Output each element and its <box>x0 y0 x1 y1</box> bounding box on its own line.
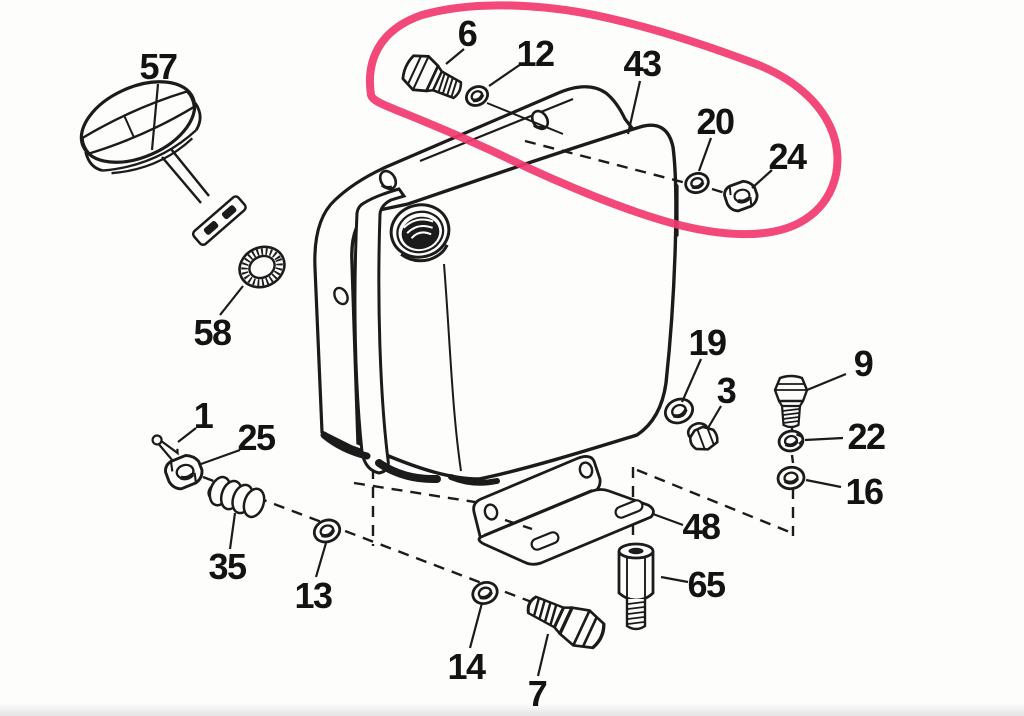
hex-bolt-9 <box>773 374 809 429</box>
callout-label: 35 <box>208 546 247 587</box>
coil-spring-35 <box>207 475 266 519</box>
hex-nut-24 <box>723 179 759 213</box>
cotter-pin-1 <box>151 434 179 462</box>
callout-label: 6 <box>458 13 477 54</box>
callout-12: 12 <box>488 33 555 87</box>
callout-9: 9 <box>806 343 874 392</box>
callout-35: 35 <box>208 512 248 587</box>
hex-nut-25 <box>164 453 204 491</box>
callout-1: 1 <box>177 395 215 443</box>
callout-label: 22 <box>847 416 885 457</box>
callout-label: 9 <box>854 343 873 384</box>
callout-label: 12 <box>516 33 554 74</box>
washer-20 <box>684 171 710 195</box>
callout-label: 48 <box>682 506 720 547</box>
dipstick-stem <box>161 148 210 204</box>
callout-label: 24 <box>768 136 807 177</box>
callout-label: 7 <box>528 673 547 714</box>
callout-label: 43 <box>623 43 661 84</box>
callout-48: 48 <box>652 506 721 547</box>
dipstick-blade <box>191 195 247 247</box>
callout-24: 24 <box>751 136 808 189</box>
callout-label: 58 <box>193 312 231 353</box>
oil-tank-43 <box>313 85 679 486</box>
callout-13: 13 <box>294 542 333 616</box>
washer-13 <box>312 518 342 544</box>
washer-12 <box>465 85 489 107</box>
callout-25: 25 <box>200 417 277 466</box>
mounting-bracket-48 <box>472 455 655 566</box>
callout-label: 13 <box>294 575 332 616</box>
callout-label: 25 <box>237 417 276 458</box>
washer-22 <box>777 429 805 453</box>
callout-57: 57 <box>139 46 178 151</box>
callouts: 57 58 6 12 43 20 24 19 3 9 22 16 1 25 35 13 48 65 14 7 <box>139 13 886 714</box>
callout-label: 19 <box>688 322 726 363</box>
callout-20: 20 <box>696 101 735 172</box>
callout-43: 43 <box>623 43 662 135</box>
callout-65: 65 <box>660 564 727 605</box>
callout-3: 3 <box>707 370 737 429</box>
tank-strap <box>353 187 407 475</box>
callout-6: 6 <box>445 13 478 65</box>
callout-14: 14 <box>447 602 487 687</box>
highlight-marker-circle <box>366 1 842 239</box>
gasket-58 <box>238 245 286 289</box>
drain-plug-3 <box>686 422 719 451</box>
callout-22: 22 <box>804 416 886 457</box>
callout-58: 58 <box>193 285 244 353</box>
callout-label: 16 <box>845 471 883 512</box>
callout-7: 7 <box>528 633 550 714</box>
hex-bolt-6 <box>401 54 463 100</box>
hex-bolt-7 <box>526 595 606 650</box>
washer-19 <box>663 397 695 425</box>
threaded-spacer-65 <box>617 542 655 631</box>
callout-label: 65 <box>687 564 726 605</box>
hole-shading <box>380 183 393 190</box>
callout-label: 14 <box>447 646 486 687</box>
tank-bottom-shading <box>320 431 500 486</box>
callout-label: 1 <box>194 395 214 436</box>
callout-19: 19 <box>680 322 727 403</box>
filler-neck <box>389 203 451 263</box>
assembly-axis-dashed-lines-front <box>504 139 729 531</box>
washers <box>312 85 806 605</box>
assembly-solid-lines <box>486 102 564 135</box>
washer-16 <box>776 465 806 491</box>
hole-shading <box>532 123 545 130</box>
filler-cap-57 <box>79 80 247 247</box>
callout-label: 3 <box>717 370 736 411</box>
callout-label: 57 <box>139 46 177 87</box>
callout-label: 20 <box>696 101 734 142</box>
callout-16: 16 <box>805 471 884 512</box>
washer-14 <box>471 581 499 605</box>
